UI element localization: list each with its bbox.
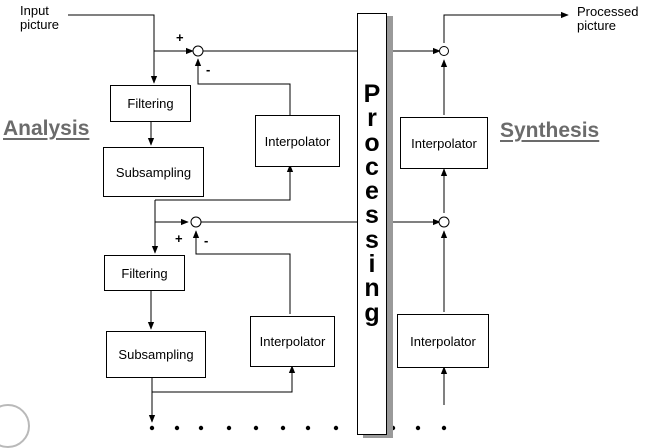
processing-letter: c xyxy=(365,152,379,181)
filtering-box-1: Filtering xyxy=(110,85,191,122)
synthesis-title: Synthesis xyxy=(500,119,600,142)
processing-letter: g xyxy=(364,298,380,327)
processing-letter: s xyxy=(365,201,379,230)
plus-sign-2: + xyxy=(175,231,183,246)
interpolator-box-1: Interpolator xyxy=(255,115,340,167)
processing-letter: e xyxy=(365,177,379,206)
processed-picture-label: Processed picture xyxy=(577,4,639,33)
processing-letter: s xyxy=(365,225,379,254)
analysis-title: Analysis xyxy=(3,117,90,140)
subsampling-box-1: Subsampling xyxy=(103,147,204,197)
minus-sign-1: - xyxy=(206,62,211,77)
processing-letter: P xyxy=(363,80,381,108)
minus-sign-2: - xyxy=(204,233,209,248)
processing-letter: r xyxy=(367,104,377,133)
synthesis-interpolator-box-1: Interpolator xyxy=(400,117,488,169)
processing-letter: i xyxy=(368,250,376,279)
subsampling-box-2: Subsampling xyxy=(106,331,206,378)
processing-letter: n xyxy=(364,274,380,303)
filtering-box-2: Filtering xyxy=(104,255,185,291)
plus-sign-1: + xyxy=(176,30,184,45)
interpolator-box-2: Interpolator xyxy=(250,316,335,367)
input-picture-label: Input picture xyxy=(20,3,60,32)
processing-letter: o xyxy=(364,128,380,157)
connection-lines xyxy=(68,11,569,431)
synthesis-interpolator-box-2: Interpolator xyxy=(397,314,489,368)
